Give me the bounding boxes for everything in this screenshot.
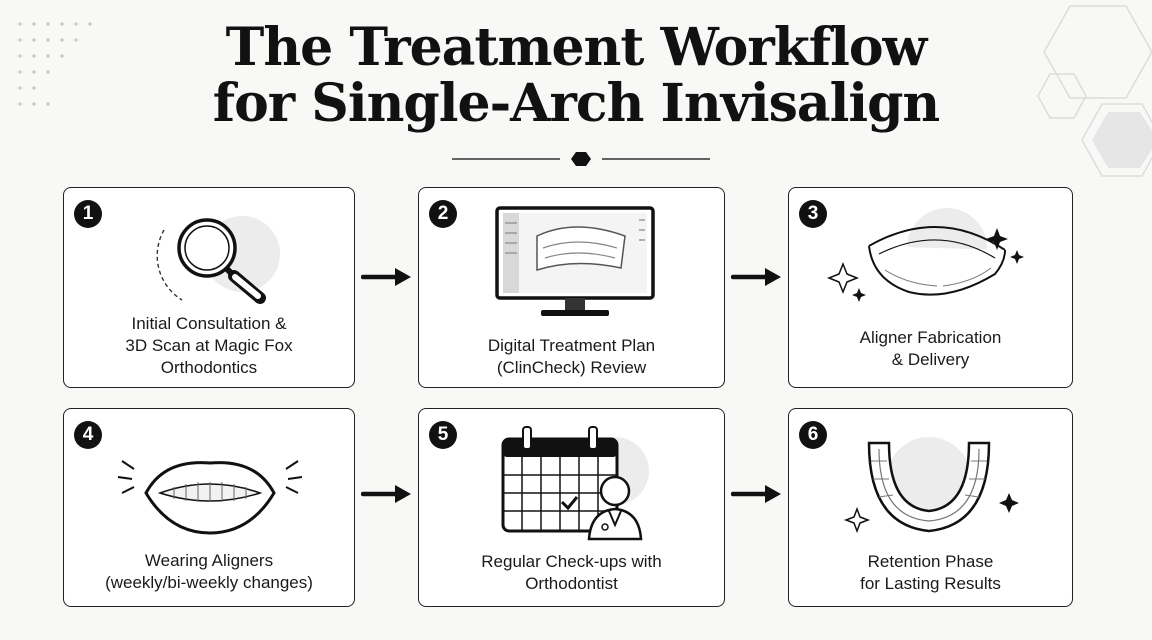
step-card-1: 1 Initial Consultation & 3D Scan at Magi… bbox=[63, 187, 355, 388]
hexagon-decoration bbox=[1037, 5, 1152, 177]
step-label: Aligner Fabrication & Delivery bbox=[859, 328, 1002, 369]
arrow-right-icon bbox=[731, 268, 781, 286]
title-divider bbox=[452, 152, 710, 166]
retainer-icon bbox=[843, 437, 1019, 534]
step-card-5: 5 Regular Check-ups with Orthodontist bbox=[418, 408, 725, 607]
step-card-2: 2 Digital Treatment Plan (ClinCheck) Rev… bbox=[418, 187, 725, 388]
smile-mouth-icon bbox=[117, 460, 303, 535]
step-label: Initial Consultation & 3D Scan at Magic … bbox=[125, 314, 293, 377]
magnifying-glass-icon bbox=[156, 216, 280, 304]
step-number-badge: 1 bbox=[74, 200, 102, 228]
step-number-badge: 6 bbox=[799, 421, 827, 449]
step-number-badge: 4 bbox=[74, 421, 102, 449]
step-label: Retention Phase for Lasting Results bbox=[860, 552, 1001, 593]
step-number-badge: 5 bbox=[429, 421, 457, 449]
arrow-right-icon bbox=[361, 268, 411, 286]
title-line-2: for Single-Arch Invisalign bbox=[212, 73, 941, 134]
step-label: Regular Check-ups with Orthodontist bbox=[481, 552, 662, 593]
title-line-1: The Treatment Workflow bbox=[225, 17, 928, 78]
step-card-4: 4 Wearing Aligners (weekly/bi-weekly cha… bbox=[63, 408, 355, 607]
arrow-right-icon bbox=[361, 485, 411, 503]
step-card-3: 3 Aligner Fabrication & Delivery bbox=[788, 187, 1073, 388]
page-title: The Treatment Workflow for Single-Arch I… bbox=[0, 20, 1152, 132]
step-label: Wearing Aligners (weekly/bi-weekly chang… bbox=[105, 551, 313, 592]
step-number-badge: 3 bbox=[799, 200, 827, 228]
aligner-tray-icon bbox=[826, 208, 1024, 302]
monitor-3d-model-icon bbox=[495, 206, 655, 316]
arrow-right-icon bbox=[731, 485, 781, 503]
step-label: Digital Treatment Plan (ClinCheck) Revie… bbox=[487, 336, 656, 377]
step-number-badge: 2 bbox=[429, 200, 457, 228]
dot-grid-decoration bbox=[18, 22, 92, 106]
step-card-6: 6 Retention Phase for Lasting Results bbox=[788, 408, 1073, 607]
calendar-doctor-icon bbox=[501, 426, 649, 541]
